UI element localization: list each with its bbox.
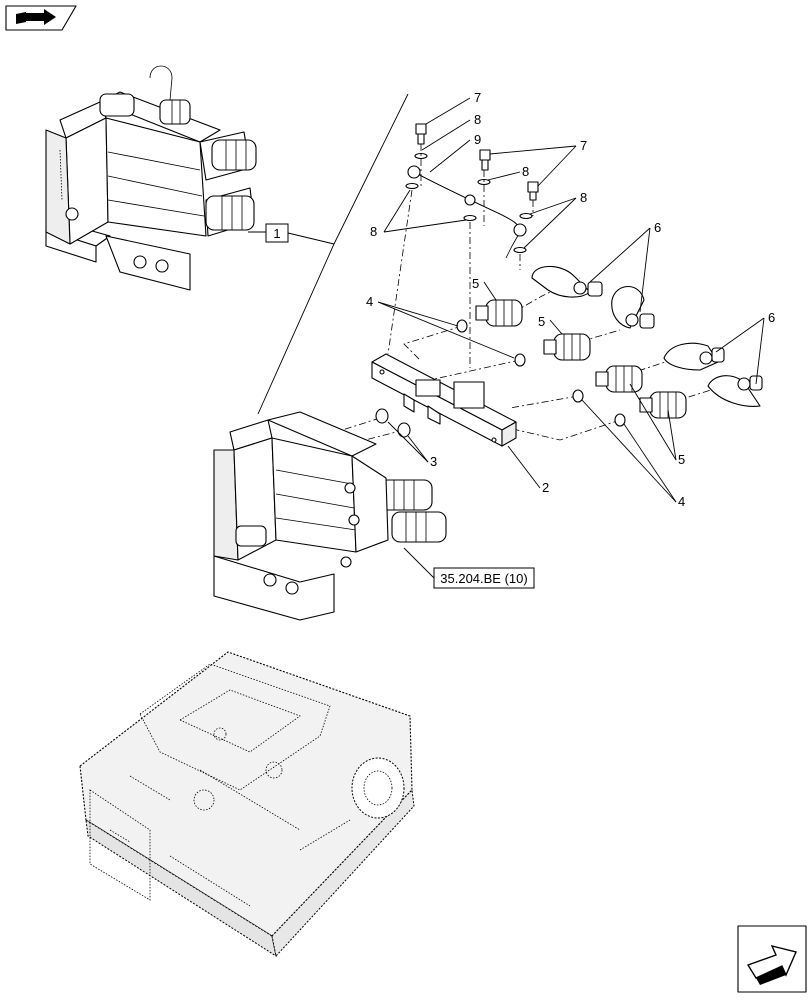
ref-box-assembly-label: 35.204.BE (10) xyxy=(440,571,527,586)
coupler-5-a xyxy=(475,299,523,327)
bolt-7-c xyxy=(527,181,539,201)
bolt-7-a xyxy=(415,123,427,145)
valve-assembly-middle xyxy=(213,411,447,621)
callout-4: 4 xyxy=(678,494,685,509)
callout-5: 5 xyxy=(472,276,479,291)
bolt-7-b xyxy=(479,149,491,171)
o-ring-4-a xyxy=(456,319,468,333)
washer-8-e xyxy=(519,212,533,220)
ref-box-1[interactable]: 1 xyxy=(265,223,289,243)
callout-7: 7 xyxy=(474,90,481,105)
callout-6: 6 xyxy=(768,310,775,325)
book-arrow-icon[interactable] xyxy=(5,5,77,31)
dust-cap-6-b xyxy=(611,285,655,329)
hose-part-9 xyxy=(407,165,527,259)
o-ring-4-d xyxy=(614,413,626,427)
valve-assembly-top-left xyxy=(45,65,257,291)
dust-cap-6-a xyxy=(531,265,603,298)
ref-box-assembly[interactable]: 35.204.BE (10) xyxy=(433,567,535,589)
washer-8-c xyxy=(405,182,419,190)
o-ring-3-b xyxy=(397,422,411,438)
coupler-5-d xyxy=(639,391,687,419)
next-page-arrow-icon[interactable] xyxy=(737,925,807,993)
o-ring-3-a xyxy=(375,408,389,424)
callout-7: 7 xyxy=(580,138,587,153)
coupler-5-c xyxy=(595,365,643,393)
callout-8: 8 xyxy=(580,190,587,205)
callout-8: 8 xyxy=(474,112,481,127)
callout-8: 8 xyxy=(522,164,529,179)
callout-5: 5 xyxy=(678,452,685,467)
callout-5: 5 xyxy=(538,314,545,329)
o-ring-4-b xyxy=(514,353,526,367)
coupler-5-b xyxy=(543,333,591,361)
callout-8: 8 xyxy=(370,224,377,239)
washer-8-d xyxy=(463,214,477,222)
dust-cap-6-c xyxy=(663,342,725,371)
ref-box-1-label: 1 xyxy=(273,226,280,241)
callout-4: 4 xyxy=(366,294,373,309)
o-ring-4-c xyxy=(572,389,584,403)
lift-housing xyxy=(79,651,415,958)
manifold-part-2 xyxy=(371,353,517,447)
callout-6: 6 xyxy=(654,220,661,235)
washer-8-f xyxy=(513,246,527,254)
callout-3: 3 xyxy=(430,454,437,469)
callout-2: 2 xyxy=(542,480,549,495)
dust-cap-6-d xyxy=(707,375,763,407)
callout-9: 9 xyxy=(474,132,481,147)
